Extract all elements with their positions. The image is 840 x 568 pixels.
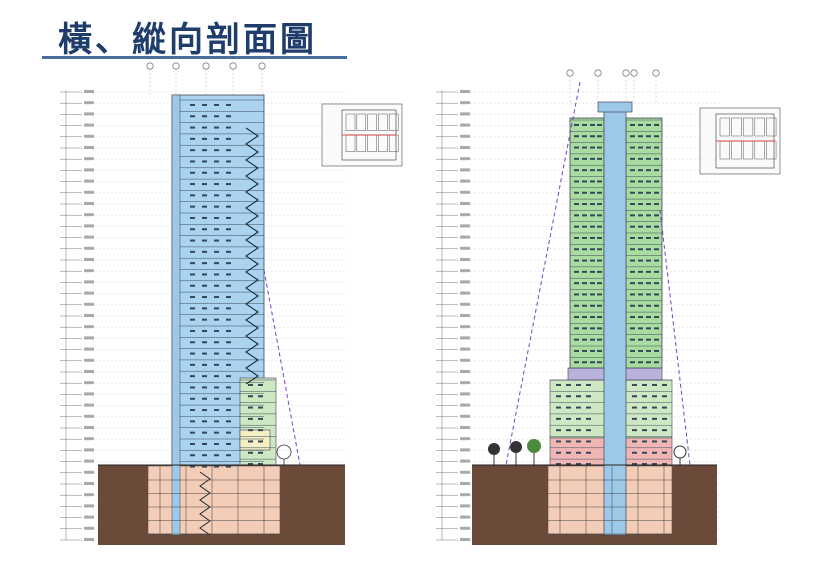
right-roof-core bbox=[597, 101, 633, 113]
left-amenity bbox=[239, 429, 271, 451]
left-column-bubbles bbox=[146, 62, 266, 96]
right-tower-left-wing bbox=[569, 117, 605, 369]
right-core bbox=[603, 109, 627, 536]
left-keyplan-detail bbox=[342, 113, 399, 152]
left-setback-line bbox=[263, 269, 301, 466]
left-basement-detail bbox=[148, 466, 280, 545]
page-title: 橫、縱向剖面圖 bbox=[58, 20, 317, 60]
left-basement bbox=[147, 465, 281, 535]
right-setback-line-right bbox=[659, 209, 691, 466]
right-basement-detail bbox=[548, 466, 672, 545]
right-keyplan-detail bbox=[716, 117, 777, 160]
right-column-bubbles bbox=[566, 69, 660, 103]
right-floor-lines bbox=[550, 119, 672, 466]
right-trees bbox=[488, 439, 687, 466]
left-stair bbox=[199, 127, 259, 536]
right-tower-right-wing bbox=[625, 117, 663, 369]
right-setback-line-left bbox=[505, 81, 581, 466]
title-underline bbox=[42, 56, 347, 59]
